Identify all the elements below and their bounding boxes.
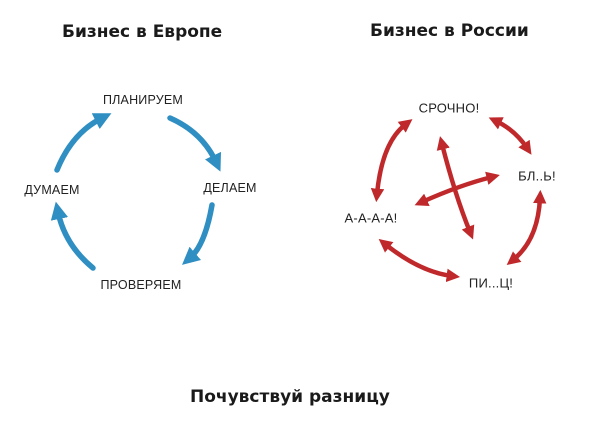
russia-arrow-top-left — [370, 119, 413, 203]
russia-label-curse: БЛ..Ь! — [518, 168, 556, 184]
russia-label-disaster: ПИ...Ц! — [468, 275, 514, 291]
europe-arrow-bottom-right — [182, 202, 215, 265]
europe-arrow-top-right — [167, 115, 221, 172]
europe-arrow-top-left — [54, 113, 112, 173]
europe-label-do: ДЕЛАЕМ — [203, 181, 257, 195]
russia-arrow-cross-horizontal — [414, 171, 500, 206]
watermark — [432, 380, 572, 400]
europe-label-plan: ПЛАНИРУЕМ — [102, 93, 184, 107]
caption: Почувствуй разницу — [190, 387, 390, 407]
europe-label-think: ДУМАЕМ — [24, 183, 80, 197]
russia-label-scream: А-А-А-А! — [344, 210, 398, 226]
russia-arrow-right — [506, 189, 547, 266]
russia-arrow-bottom — [378, 238, 461, 283]
europe-title: Бизнес в Европе — [62, 22, 223, 42]
russia-arrow-top-right — [488, 117, 532, 155]
europe-arrow-bottom-left — [50, 201, 96, 271]
russia-title: Бизнес в России — [370, 21, 529, 41]
europe-label-check: ПРОВЕРЯЕМ — [100, 278, 182, 292]
russia-label-urgent: СРОЧНО! — [418, 100, 480, 116]
